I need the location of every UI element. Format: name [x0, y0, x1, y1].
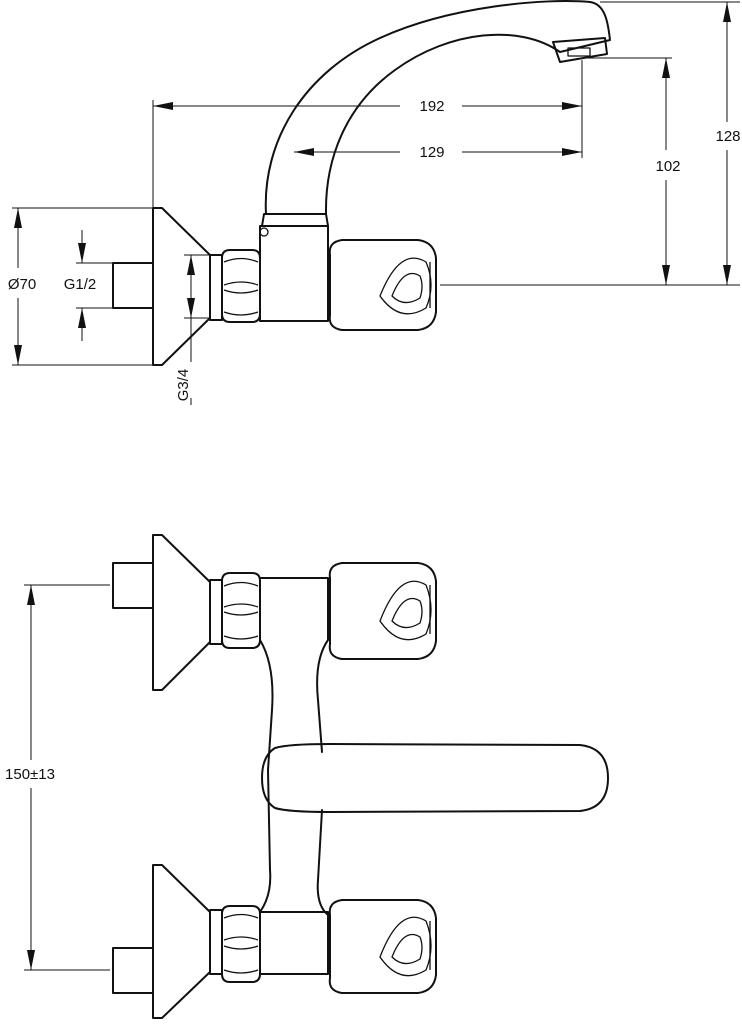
front-bottom-wall-flange — [152, 864, 211, 1019]
side-swivel-spout — [264, 0, 611, 215]
side-aerator-insert — [567, 47, 591, 57]
dimension-g34: G3/4 — [175, 254, 210, 405]
front-top-valve — [112, 534, 437, 691]
dimension-150-label: 150±13 — [5, 766, 55, 783]
front-top-connector-ring — [209, 579, 223, 645]
dimension-102-label: 102 — [655, 158, 680, 175]
dimension-192: 192 — [152, 60, 583, 208]
dimension-128: 128 — [600, 1, 741, 285]
front-top-wall-flange — [152, 534, 211, 691]
side-grub-screw — [259, 227, 269, 237]
dimension-diameter-70-label: Ø70 — [8, 276, 36, 293]
dimension-g12: G1/2 — [64, 230, 113, 341]
dimension-102: 102 — [440, 57, 740, 286]
dimension-129: 129 — [294, 112, 583, 161]
dimension-150: 150±13 — [5, 584, 110, 971]
side-spout-collar — [261, 213, 329, 227]
dimension-diameter-70: Ø70 — [8, 207, 153, 366]
front-top-hex-nut — [221, 572, 261, 649]
dimension-192-label: 192 — [419, 98, 444, 115]
front-bottom-connector-ring — [209, 909, 223, 975]
dimension-128-label: 128 — [715, 128, 740, 145]
dimension-lines: 192 129 102 128 — [5, 1, 741, 971]
side-valve-body — [259, 225, 329, 322]
side-wall-flange — [152, 207, 211, 366]
side-hex-nut — [221, 249, 261, 323]
front-bottom-handle — [328, 899, 437, 994]
front-bottom-inlet-pipe — [112, 947, 154, 994]
side-handle — [328, 239, 437, 331]
front-bottom-hex-nut — [221, 905, 261, 983]
dimension-129-label: 129 — [419, 144, 444, 161]
side-inlet-pipe — [112, 262, 154, 309]
front-view — [112, 534, 609, 1019]
side-aerator — [552, 37, 608, 63]
front-bottom-valve — [112, 864, 437, 1019]
front-bottom-valve-body — [259, 911, 329, 975]
front-top-inlet-pipe — [112, 562, 154, 609]
front-mixer-body — [259, 577, 329, 916]
side-view — [112, 0, 611, 366]
dimension-g12-label: G1/2 — [64, 276, 97, 293]
front-spout — [261, 743, 609, 813]
dimension-g34-label: G3/4 — [175, 369, 192, 402]
side-connector-ring — [209, 254, 223, 321]
front-top-handle — [328, 562, 437, 660]
